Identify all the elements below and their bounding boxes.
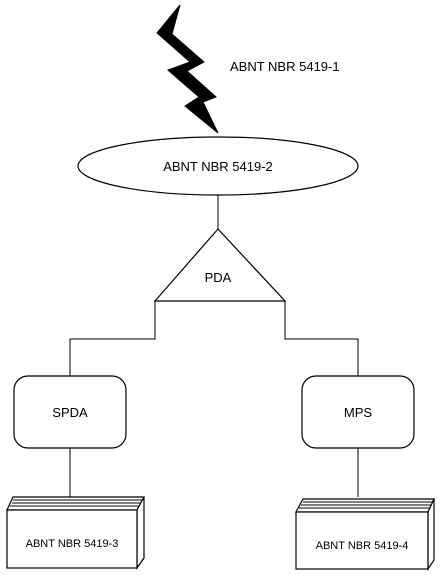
lightning-bolt-icon [156,4,219,134]
label-abnt-nbr-5419-1: ABNT NBR 5419-1 [230,59,340,74]
label-abnt-nbr-5419-2: ABNT NBR 5419-2 [163,159,273,174]
connector-pda-to-spda [69,301,156,378]
label-pda: PDA [205,270,232,285]
label-spda: SPDA [52,405,88,420]
tray-abnt-nbr-5419-4 [294,498,435,571]
triangle-pda [153,228,287,302]
label-abnt-nbr-5419-3: ABNT NBR 5419-3 [26,538,119,550]
connector-pda-to-mps [284,301,359,378]
label-abnt-nbr-5419-4: ABNT NBR 5419-4 [316,540,409,552]
tray-abnt-nbr-5419-3 [6,496,146,570]
label-mps: MPS [344,405,373,420]
